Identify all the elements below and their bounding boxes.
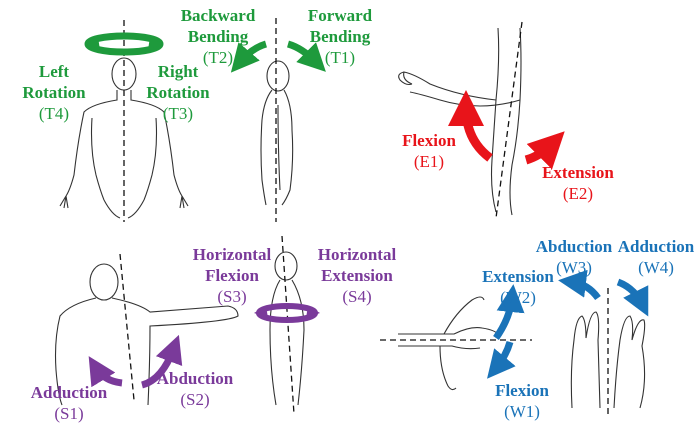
shoulder-abduction-label: Abduction (S2) [156,369,234,409]
horizontal-extension-label: Horizontal Extension (S4) [317,245,397,306]
side-shoulder-axis-line [281,235,295,415]
elbow-flexion-arrow [448,90,493,162]
front-hands-figure [570,311,646,409]
back-axis-line [119,253,135,401]
horizontal-rotation-arrow [254,303,320,323]
wrist-adduction-label: Adduction (W4) [617,237,695,277]
backward-bending-label: Backward Bending (T2) [180,6,256,67]
elbow-extension-arrow [524,131,565,170]
wrist-flexion-arrow [487,340,516,379]
wrist-extension-arrow [493,284,525,341]
right-rotation-label: Right Rotation (T3) [146,62,210,123]
arm-axis-line [495,21,523,219]
forward-bending-arrow [286,40,326,72]
forward-bending-label: Forward Bending (T1) [307,6,373,67]
side-body-figure [260,60,294,206]
elbow-flexion-label: Flexion (E1) [402,131,456,171]
back-body-figure [54,263,239,406]
wrist-flexion-label: Flexion (W1) [495,381,549,421]
side-hand-figure [398,296,501,391]
horizontal-flexion-label: Horizontal Flexion (S3) [192,245,272,306]
arm-figure [398,27,522,216]
wrist-extension-label: Extension (W2) [482,267,554,307]
shoulder-abduction-arrow [140,334,183,389]
shoulder-adduction-label: Adduction (S1) [30,383,108,423]
backward-bending-arrow [230,40,268,73]
wrist-abduction-arrow [558,269,601,301]
elbow-extension-label: Extension (E2) [542,163,614,203]
side-shoulder-figure [269,251,305,406]
shoulder-adduction-arrow [88,356,123,388]
wrist-adduction-arrow [616,278,649,317]
rotation-arrow [84,32,164,56]
wrist-abduction-label: Abduction (W3) [535,237,613,277]
left-rotation-label: Left Rotation (T4) [22,62,86,123]
